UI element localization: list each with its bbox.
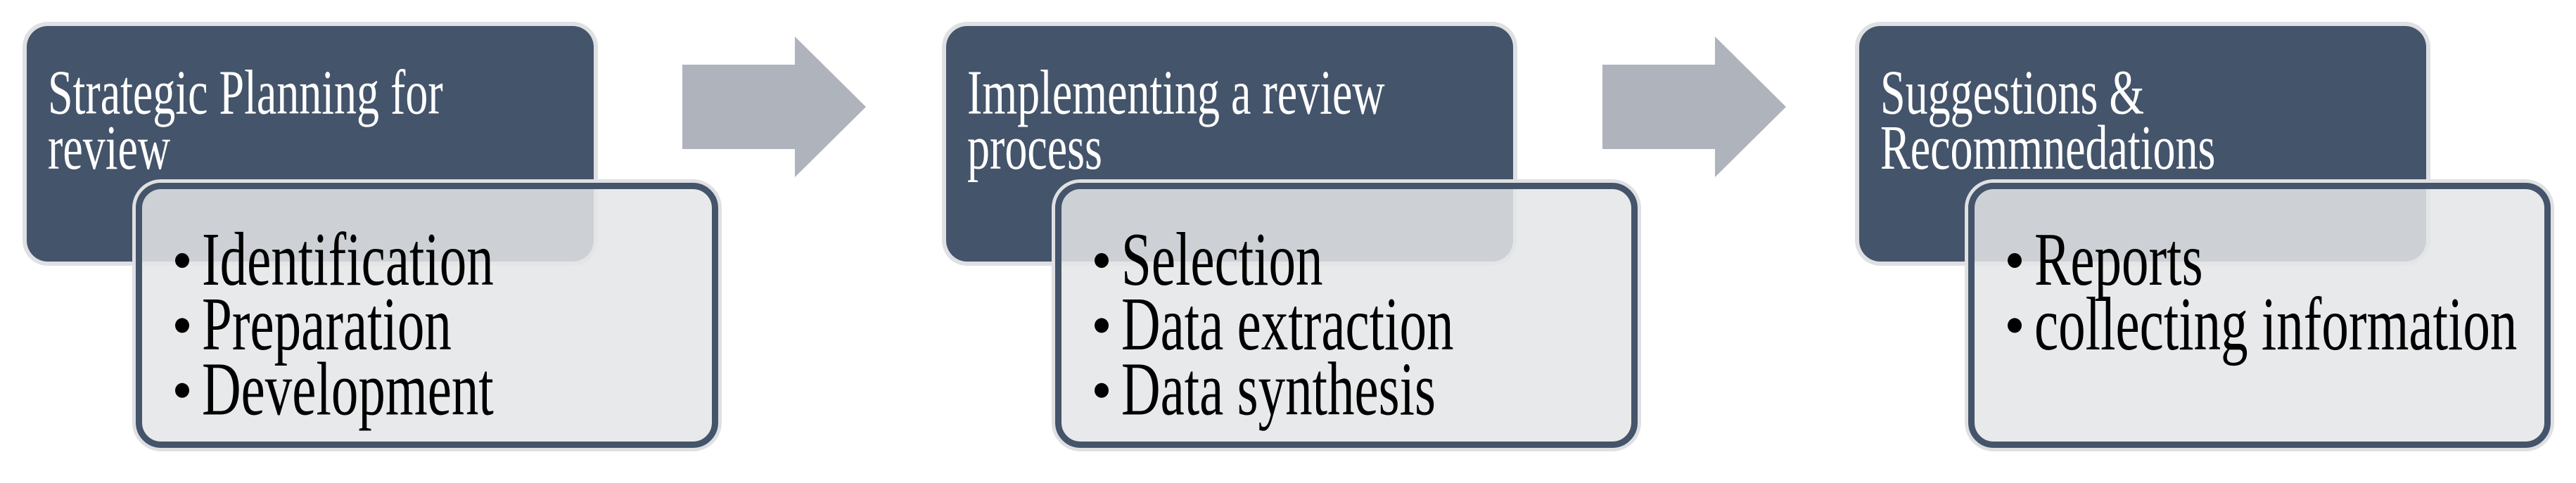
list-item: Identification [175,217,702,302]
list-item-text: Reports [2034,217,2203,302]
bullet-dot-icon [2008,253,2022,268]
stage-title-line: Recommnedations [1880,112,2216,183]
list-item: Development [175,347,702,432]
list-item-text: Data synthesis [1121,347,1436,432]
stage-title-line: process [967,112,1102,183]
bullet-dot-icon [1095,253,1109,268]
bullet-dot-icon [1095,383,1109,399]
list-item-text: collecting information [2034,281,2518,367]
stage-title-line: Suggestions & [1880,57,2145,128]
list-item-text: Selection [1121,217,1323,302]
stage-title: Implementing a review process [946,26,1513,183]
stage-group-recommendations: Suggestions & Recommnedations Reports co… [1859,0,2576,483]
stage-title: Suggestions & Recommnedations [1859,26,2426,183]
stage-detail-panel: Reports collecting information [1968,183,2551,448]
list-item: Selection [1095,217,1621,302]
stage-title-line: Strategic Planning for [48,57,443,128]
stage-detail-panel: Selection Data extraction Data synthesis [1055,183,1638,448]
list-item: Data extraction [1095,281,1621,367]
list-item: Data synthesis [1095,347,1621,432]
list-item-text: Preparation [202,281,452,367]
bullet-dot-icon [2008,318,2022,333]
stage-group-planning: Strategic Planning for review Identifica… [27,0,751,483]
bullet-list: Reports collecting information [1975,189,2544,367]
list-item-text: Data extraction [1121,281,1454,367]
list-item: Reports [2008,217,2534,302]
stage-title-line: review [48,112,171,183]
bullet-dot-icon [175,318,189,333]
stage-group-implementation: Implementing a review process Selection … [946,0,1671,483]
bullet-dot-icon [1095,318,1109,333]
stage-title-line: Implementing a review [967,57,1385,128]
list-item-text: Identification [202,217,494,302]
stage-title: Strategic Planning for review [27,26,594,183]
bullet-dot-icon [175,253,189,268]
bullet-list: Identification Preparation Development [142,189,712,432]
bullet-dot-icon [175,383,189,399]
list-item: Preparation [175,281,702,367]
list-item: collecting information [2008,281,2534,367]
bullet-list: Selection Data extraction Data synthesis [1061,189,1631,432]
stage-detail-panel: Identification Preparation Development [136,183,718,448]
list-item-text: Development [202,347,494,432]
